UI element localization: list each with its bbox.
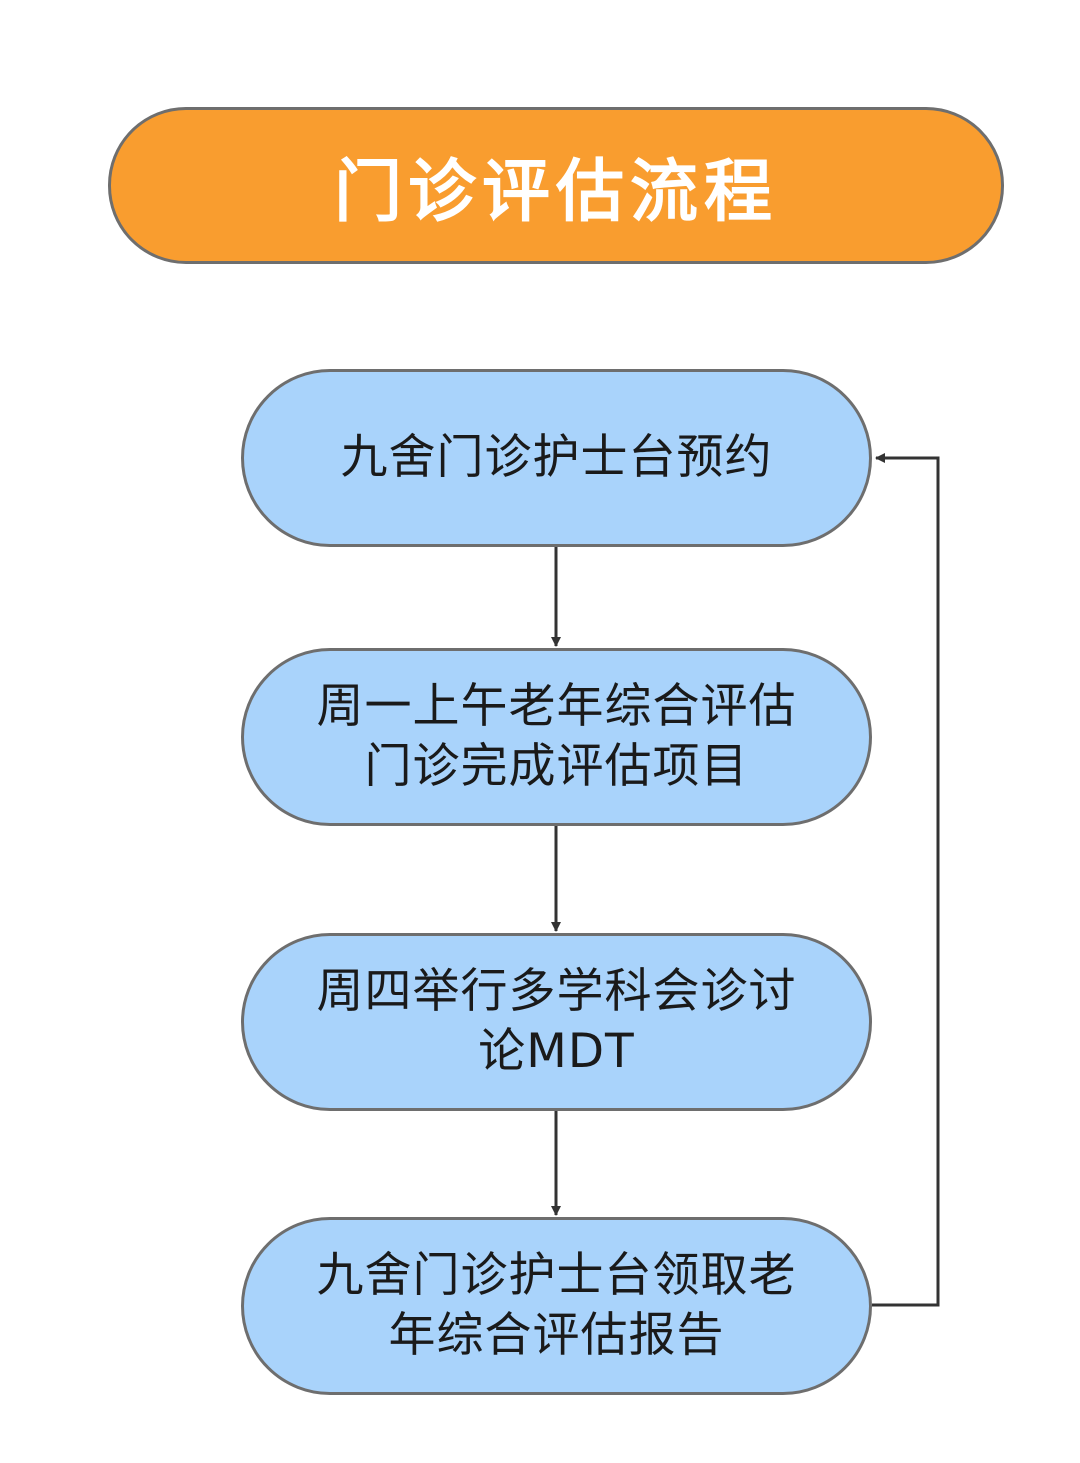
step-4-box: 九舍门诊护士台领取老年综合评估报告	[241, 1217, 872, 1395]
step-3-box: 周四举行多学科会诊讨论MDT	[241, 933, 872, 1111]
title-banner: 门诊评估流程	[108, 107, 1004, 264]
step-3-label: 周四举行多学科会诊讨论MDT	[316, 964, 797, 1079]
step-2-label: 周一上午老年综合评估门诊完成评估项目	[316, 679, 797, 794]
step-2-box: 周一上午老年综合评估门诊完成评估项目	[241, 648, 872, 826]
step-1-label: 九舍门诊护士台预约	[340, 430, 773, 485]
step-1-box: 九舍门诊护士台预约	[241, 369, 872, 547]
arrow-loop-back-to-step1	[872, 453, 940, 1307]
step-4-label: 九舍门诊护士台领取老年综合评估报告	[316, 1248, 797, 1363]
diagram-title: 门诊评估流程	[333, 153, 778, 232]
